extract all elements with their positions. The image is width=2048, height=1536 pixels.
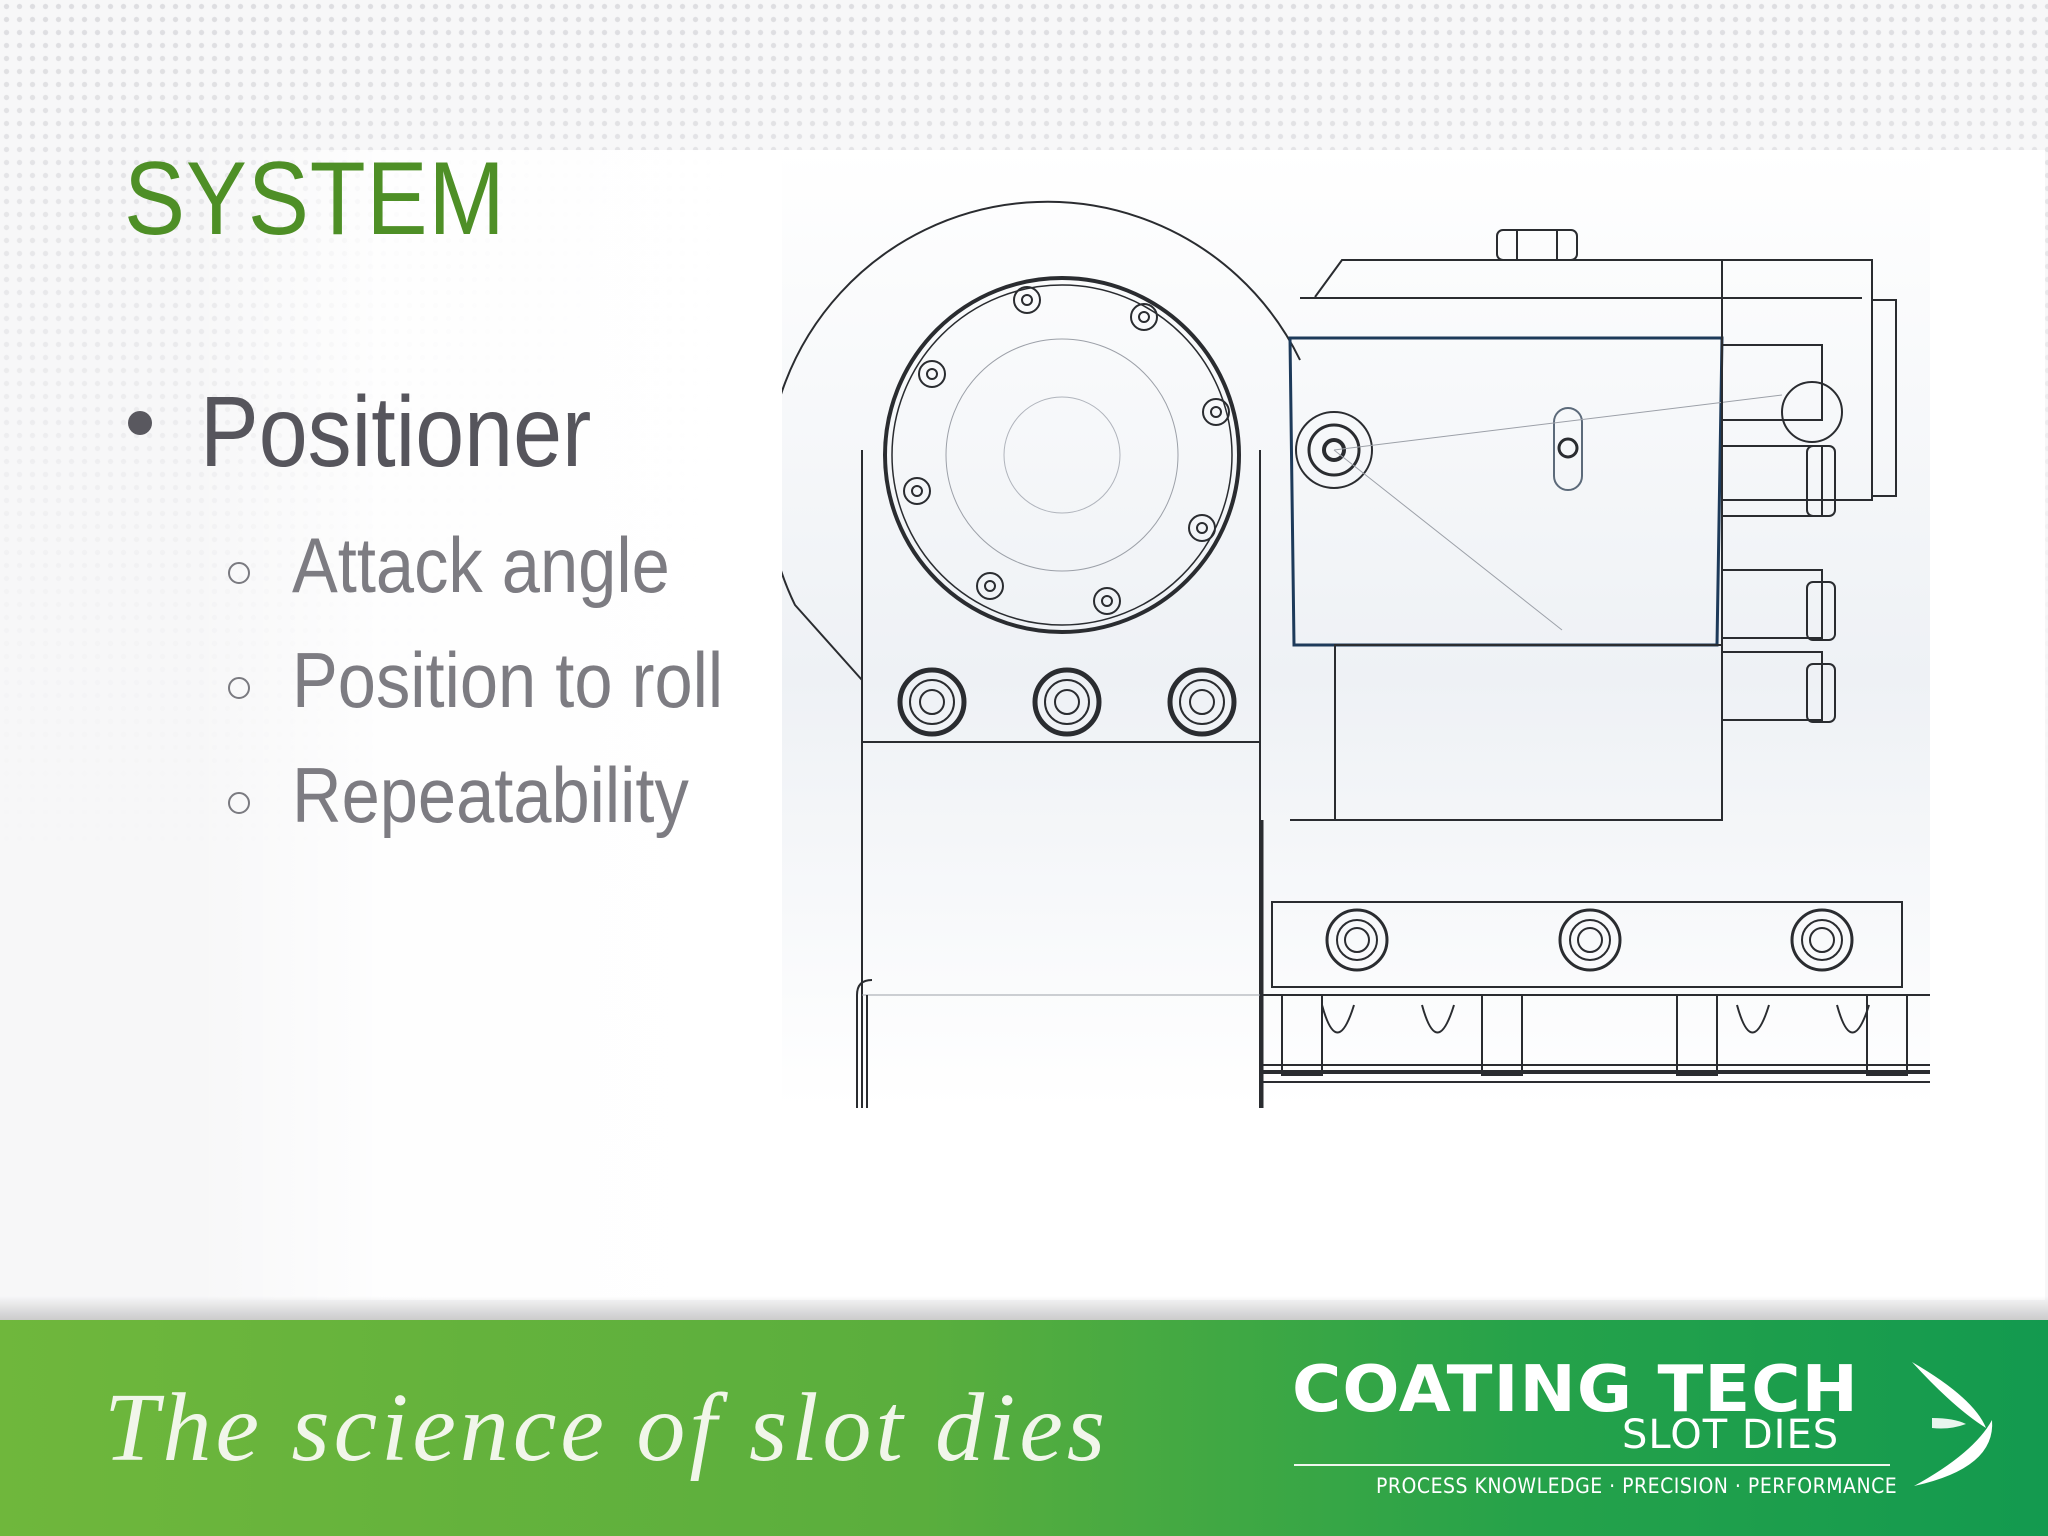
logo-subtitle: SLOT DIES (1622, 1412, 1840, 1458)
sub-bullet-text: Position to roll (292, 636, 724, 724)
hollow-circle-bullet-icon (228, 792, 250, 814)
positioner-technical-drawing (782, 150, 1930, 1108)
hollow-circle-bullet-icon (228, 677, 250, 699)
logo-tagline: PROCESS KNOWLEDGE · PRECISION · PERFORMA… (1376, 1474, 1898, 1498)
slide-title: SYSTEM (124, 141, 506, 257)
leaf-chevron-logo-icon (1912, 1362, 1993, 1486)
footer-tagline: The science of slot dies (104, 1374, 1110, 1482)
footer-shadow (0, 1296, 2048, 1320)
logo-wordmark: COATING TECH (1292, 1353, 1859, 1427)
filled-circle-bullet-icon (128, 411, 152, 435)
sub-bullet-text: Repeatability (292, 751, 689, 839)
sub-bullet-text: Attack angle (292, 521, 670, 609)
footer-banner (0, 1320, 2048, 1536)
hollow-circle-bullet-icon (228, 562, 250, 584)
logo-divider (1294, 1464, 1890, 1466)
bullet-text: Positioner (200, 376, 592, 488)
